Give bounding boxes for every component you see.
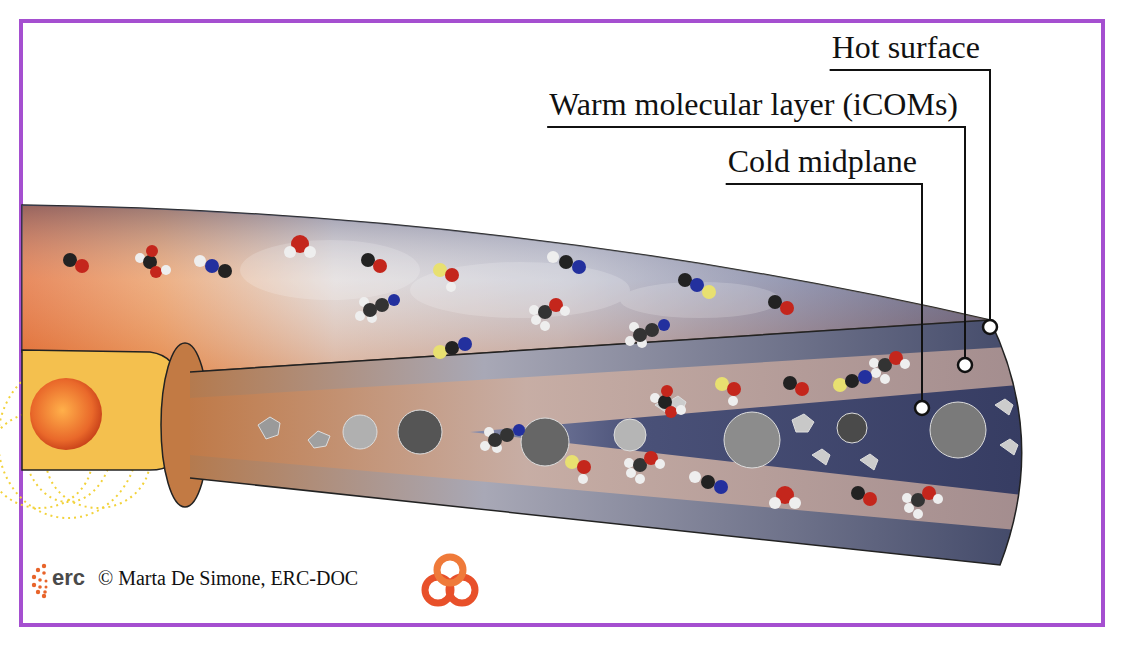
erc-logo-dots bbox=[42, 594, 46, 598]
dust-grains bbox=[837, 413, 867, 443]
molecules bbox=[529, 298, 570, 331]
molecules bbox=[768, 295, 794, 315]
molecules bbox=[769, 486, 801, 509]
erc-logo-dots bbox=[43, 590, 47, 594]
molecules bbox=[135, 245, 171, 278]
molecules bbox=[833, 370, 872, 392]
dust-grains bbox=[1000, 439, 1018, 455]
molecules bbox=[480, 424, 525, 453]
dust-grains bbox=[995, 399, 1013, 415]
haze-clouds bbox=[240, 240, 780, 318]
molecules bbox=[63, 235, 943, 519]
dust-grains bbox=[930, 402, 986, 458]
molecules bbox=[284, 235, 316, 258]
copyright-note: © Marta De Simone, ERC-DOC bbox=[98, 567, 358, 589]
erc-logo-dots bbox=[45, 586, 48, 589]
layer-label: Hot surface bbox=[832, 30, 980, 65]
dust-grains bbox=[614, 419, 646, 451]
molecules bbox=[650, 385, 686, 418]
erc-logo-dots bbox=[42, 571, 46, 575]
disk-wedge bbox=[180, 300, 1060, 580]
leader-dots bbox=[958, 358, 972, 372]
erc-logo-dots bbox=[36, 590, 40, 594]
dust-grains bbox=[258, 417, 280, 439]
molecules bbox=[715, 377, 741, 406]
figure-frame bbox=[21, 21, 1103, 625]
doc-logo bbox=[437, 557, 463, 583]
leader-dots bbox=[915, 320, 997, 415]
logo-text: erc bbox=[52, 566, 85, 590]
molecules bbox=[783, 376, 809, 396]
dust-grains bbox=[812, 449, 830, 465]
leader-lines bbox=[547, 70, 990, 401]
molecules bbox=[851, 486, 877, 506]
erc-logo-dots bbox=[38, 578, 42, 582]
disk-wedge bbox=[180, 300, 1060, 580]
haze-clouds bbox=[240, 240, 420, 300]
dust-grains bbox=[343, 415, 377, 449]
disk-wedge bbox=[190, 345, 1040, 532]
molecules bbox=[689, 471, 728, 494]
erc-logo-dots bbox=[32, 575, 36, 579]
molecules bbox=[869, 351, 910, 384]
molecules bbox=[433, 263, 459, 292]
molecules bbox=[678, 273, 716, 299]
layer-label: Warm molecular layer (iCOMs) bbox=[549, 87, 958, 122]
molecules bbox=[433, 337, 472, 359]
molecules bbox=[624, 451, 665, 484]
molecules bbox=[902, 486, 943, 519]
leader-lines bbox=[547, 127, 965, 358]
molecules bbox=[547, 251, 586, 274]
doc-logo bbox=[420, 548, 480, 610]
central-star bbox=[30, 378, 102, 450]
leader-dots bbox=[915, 401, 929, 415]
molecules bbox=[361, 253, 387, 273]
erc-logo-dots bbox=[36, 568, 40, 572]
erc-logo-dots bbox=[42, 564, 46, 568]
doc-logo bbox=[420, 548, 480, 610]
layer-label: Cold midplane bbox=[728, 144, 917, 179]
molecules bbox=[355, 294, 400, 323]
molecules bbox=[63, 253, 89, 273]
disk-wedge bbox=[470, 383, 1040, 497]
molecules bbox=[625, 319, 670, 348]
erc-logo-dots bbox=[38, 585, 42, 589]
dust-grains bbox=[308, 431, 330, 448]
leader-dots bbox=[983, 320, 997, 334]
leader-lines bbox=[726, 184, 922, 401]
molecules bbox=[194, 255, 232, 278]
molecules bbox=[565, 455, 591, 484]
disk-outline bbox=[190, 320, 1022, 565]
dust-grains bbox=[398, 410, 442, 454]
erc-logo-dots bbox=[45, 580, 48, 583]
dust-grains bbox=[860, 454, 878, 470]
erc-logo-dots bbox=[32, 583, 36, 587]
erc-logo-dots bbox=[32, 564, 48, 598]
haze-clouds bbox=[410, 262, 630, 318]
dust-grains bbox=[792, 414, 814, 432]
inner-rim bbox=[22, 350, 178, 470]
dust-grains bbox=[521, 418, 569, 466]
dust-grains bbox=[724, 412, 780, 468]
